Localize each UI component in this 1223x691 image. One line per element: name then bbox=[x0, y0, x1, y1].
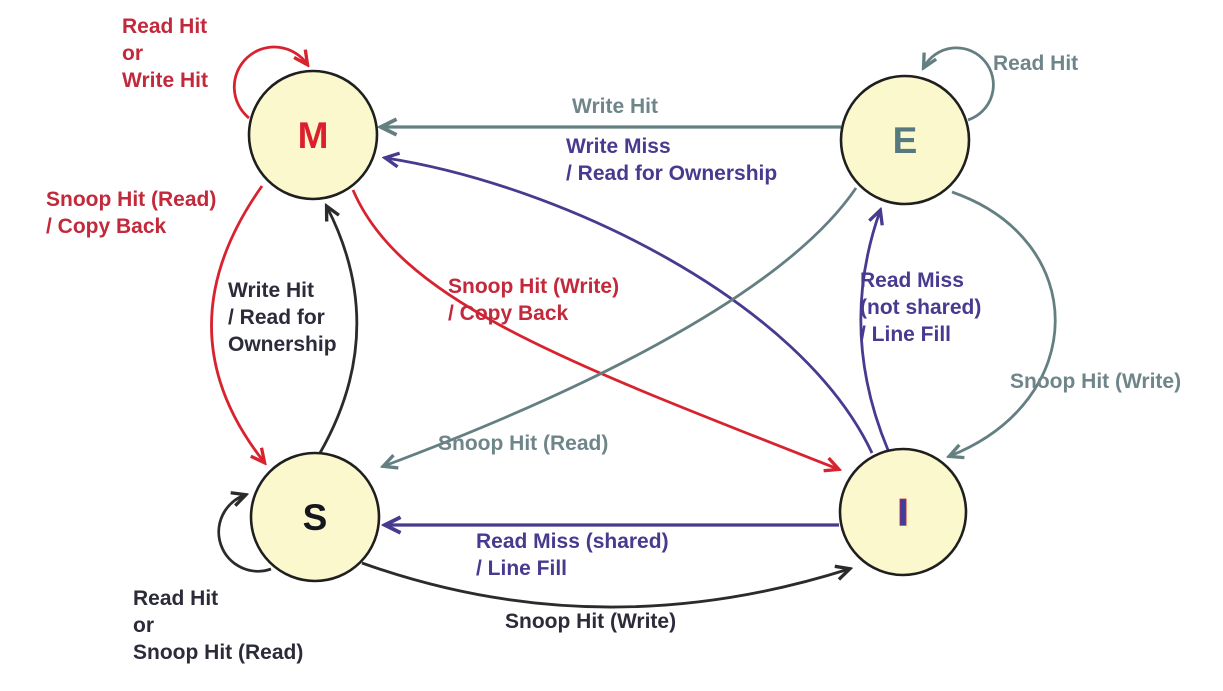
state-node-e: E bbox=[839, 74, 971, 206]
state-letter-i: I bbox=[898, 492, 908, 533]
edge-m-to-i-snoop-hit-write bbox=[351, 189, 838, 469]
edge-e-to-s-snoop-hit-read bbox=[384, 187, 858, 466]
edge-m-self-read-or-write-hit bbox=[232, 45, 307, 120]
edge-e-to-i-snoop-hit-write bbox=[950, 190, 1057, 456]
edge-e-self-read-hit bbox=[924, 46, 995, 122]
label-m-self-loop: Read Hit or Write Hit bbox=[122, 15, 208, 92]
state-letter-e: E bbox=[893, 120, 918, 161]
label-e-to-i: Snoop Hit (Write) bbox=[1010, 370, 1182, 393]
state-letter-s: S bbox=[303, 497, 328, 538]
state-circle-e bbox=[839, 74, 971, 206]
label-m-to-s: Snoop Hit (Read) / Copy Back bbox=[46, 188, 217, 238]
state-circle-i bbox=[838, 447, 968, 577]
state-node-i: I bbox=[838, 447, 968, 577]
edge-i-to-m-write-miss bbox=[386, 158, 874, 454]
state-letter-m: M bbox=[298, 115, 329, 156]
edge-m-to-s-snoop-hit-read bbox=[210, 185, 264, 462]
label-i-to-m: Write Miss / Read for Ownership bbox=[566, 135, 778, 185]
edge-s-to-m-write-hit bbox=[318, 207, 359, 454]
label-s-to-m: Write Hit / Read for Ownership bbox=[228, 279, 337, 356]
state-circle-s bbox=[249, 451, 381, 583]
label-s-self-loop: Read Hit or Snoop Hit (Read) bbox=[133, 587, 304, 664]
state-node-m: M bbox=[247, 69, 379, 201]
state-nodes: M E S I bbox=[247, 69, 971, 583]
edge-i-to-e-read-miss-not-shared bbox=[859, 211, 890, 451]
state-circle-m bbox=[247, 69, 379, 201]
edges bbox=[210, 45, 1057, 609]
state-node-s: S bbox=[249, 451, 381, 583]
label-m-to-i: Snoop Hit (Write) / Copy Back bbox=[448, 275, 620, 325]
label-i-to-s: Read Miss (shared) / Line Fill bbox=[476, 530, 669, 580]
edge-s-self-read-hit-or-snoop-read bbox=[217, 495, 272, 573]
label-s-to-i: Snoop Hit (Write) bbox=[505, 610, 677, 633]
label-e-to-m: Write Hit bbox=[572, 95, 658, 118]
label-e-to-s: Snoop Hit (Read) bbox=[438, 432, 609, 455]
edge-s-to-i-snoop-hit-write bbox=[361, 561, 849, 609]
label-e-self-loop: Read Hit bbox=[993, 52, 1079, 75]
label-i-to-e: Read Miss (not shared) / Line Fill bbox=[860, 269, 982, 346]
